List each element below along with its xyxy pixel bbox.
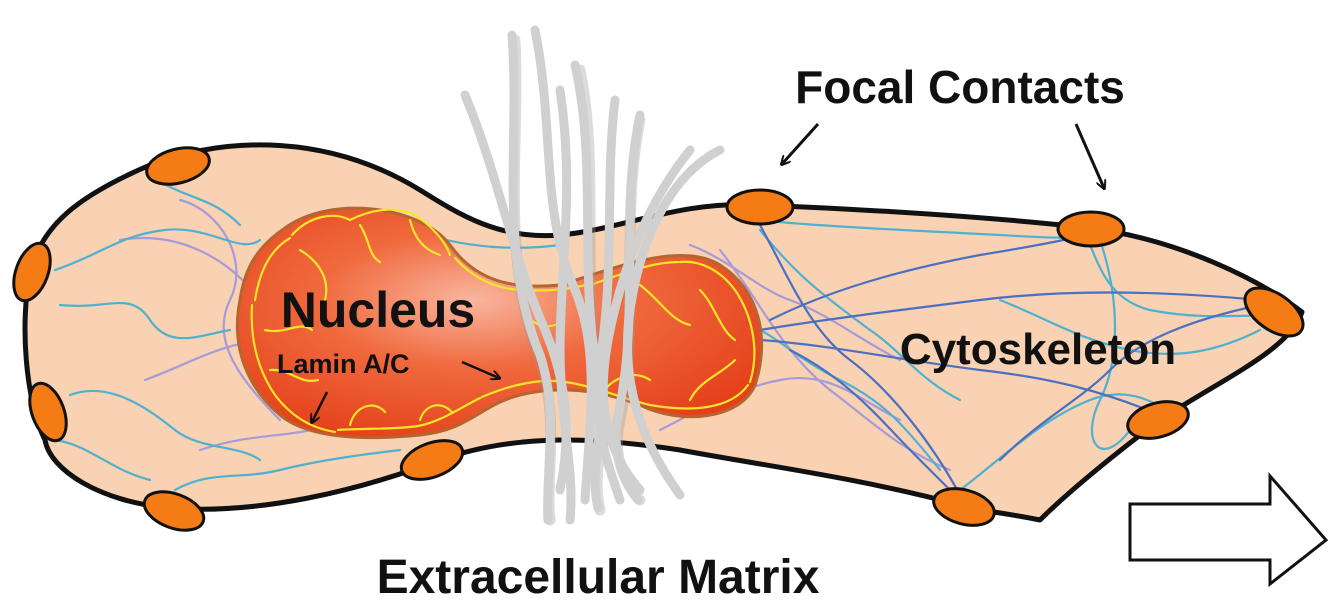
focal-contact	[727, 190, 793, 224]
cytoskeleton-label: Cytoskeleton	[900, 325, 1176, 374]
focal-contact	[1058, 212, 1124, 246]
pointer-arrow-icon	[782, 124, 818, 164]
lamin-label: Lamin A/C	[277, 349, 410, 379]
focal-contacts-label: Focal Contacts	[795, 61, 1125, 113]
extracellular-matrix-label: Extracellular Matrix	[377, 551, 820, 602]
nucleus-label: Nucleus	[281, 282, 476, 338]
direction-arrow-icon	[1130, 476, 1326, 584]
pointer-arrow-icon	[1076, 124, 1104, 188]
